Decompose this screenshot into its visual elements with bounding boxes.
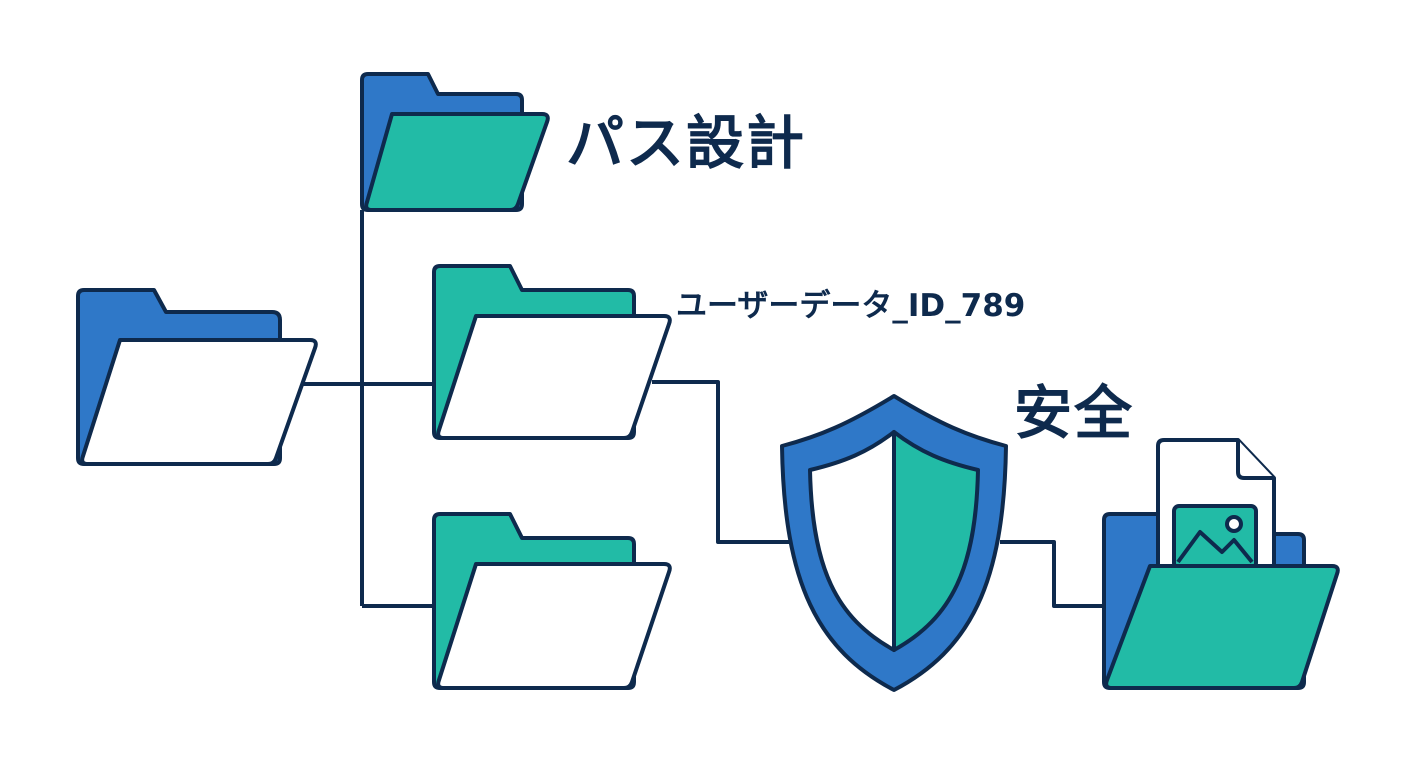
user-data-label: ユーザーデータ_ID_789: [676, 288, 1026, 324]
subfolder-icon: [432, 512, 672, 690]
path-design-label: パス設計: [566, 109, 807, 177]
secure-folder-icon: [1102, 438, 1340, 690]
image-file-icon: [1156, 438, 1276, 574]
connector-shield-to-secure-folder: [1000, 540, 1104, 608]
root-folder-icon: [76, 288, 318, 466]
path-design-folder-icon: [360, 72, 550, 212]
user-data-folder-icon: [432, 264, 672, 440]
security-label: 安全: [1014, 379, 1135, 447]
connector-userdata-to-shield: [652, 380, 790, 544]
shield-icon: [780, 394, 1008, 692]
